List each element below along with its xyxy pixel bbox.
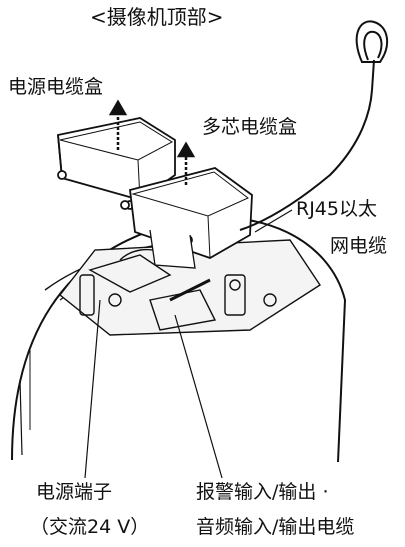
rj45-label-line2: 网电缆 bbox=[330, 235, 388, 257]
up-arrows bbox=[108, 99, 196, 185]
page-title: <摄像机顶部> bbox=[90, 5, 224, 29]
multi-core-cable-box-label: 多芯电缆盒 bbox=[202, 116, 298, 138]
alarm-audio-label-line1: 报警输入/输出 · bbox=[196, 481, 329, 503]
leader-lines bbox=[84, 209, 293, 479]
power-terminal-label-line2: （交流24 V） bbox=[30, 516, 150, 538]
multi-core-cable-box bbox=[120, 167, 253, 269]
top-plate bbox=[59, 239, 321, 336]
power-cable-box bbox=[57, 117, 176, 210]
power-cable-box-label: 电源电缆盒 bbox=[8, 76, 104, 98]
rj45-label-line1: RJ45以太 bbox=[296, 198, 377, 220]
rj45-cable bbox=[239, 20, 389, 231]
power-terminal-label-line1: 电源端子 bbox=[36, 481, 113, 503]
alarm-audio-label-line2: 音频输入/输出电缆 bbox=[196, 516, 355, 538]
